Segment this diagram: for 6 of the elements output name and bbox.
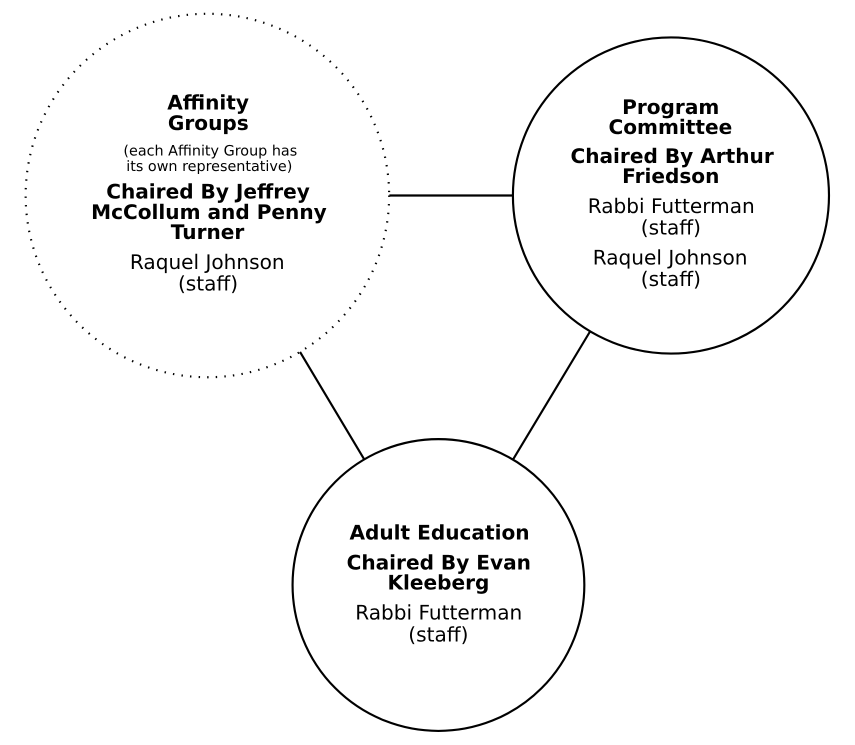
connector — [512, 331, 591, 460]
connector — [389, 194, 513, 197]
connector — [299, 351, 365, 460]
node-circle: Adult Education Chaired By Evan Kleeberg Rabbi Futterman (staff) — [291, 438, 586, 732]
node-circle: Program Committee Chaired By Arthur Friedson Rabbi Futterman (staff) Raquel Johnson (staff) — [512, 36, 830, 355]
node-circle: Affinity Groups (each Affinity Group has its own representative) Chaired By Jeffrey McCollum and Penny Turner Raquel Johnson (staff) — [24, 12, 390, 378]
